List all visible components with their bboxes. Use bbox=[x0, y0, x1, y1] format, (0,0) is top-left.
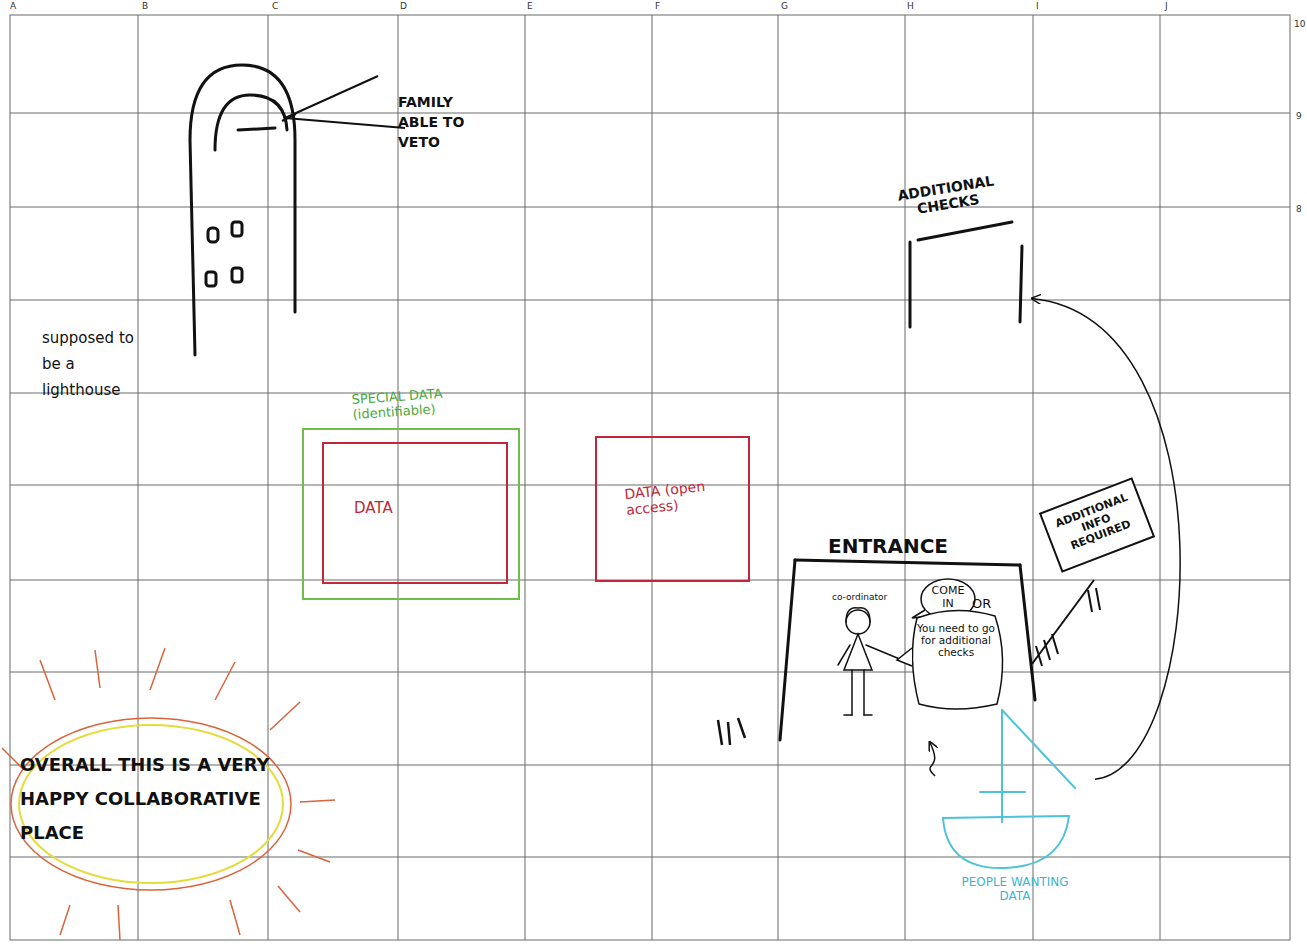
signpost-board: ADDITIONAL INFO REQUIRED bbox=[1039, 477, 1155, 573]
grid-ref: H bbox=[907, 1, 914, 11]
curved-arrow bbox=[930, 742, 935, 776]
node-text: ADDITIONAL INFO REQUIRED bbox=[1048, 489, 1144, 557]
note-text: OR bbox=[972, 596, 991, 611]
note-text: supposed to be a lighthouse bbox=[42, 325, 142, 403]
grid bbox=[10, 15, 1290, 940]
node-text: You need to go for additional checks bbox=[914, 622, 998, 658]
node-text: OVERALL THIS IS A VERY HAPPY COLLABORATI… bbox=[20, 748, 282, 850]
node-text: DATA bbox=[354, 499, 393, 517]
grid-ref: G bbox=[781, 1, 788, 11]
barrier-marks bbox=[718, 718, 745, 745]
grid-ref: I bbox=[1036, 1, 1039, 11]
grid-ref: 9 bbox=[1296, 111, 1302, 121]
open-data-box: DATA (open access) bbox=[595, 436, 750, 582]
node-text: ADDITIONAL CHECKS bbox=[870, 168, 1023, 223]
sign-post bbox=[1032, 580, 1100, 666]
data-box: DATA bbox=[322, 442, 508, 584]
sun-note: OVERALL THIS IS A VERY HAPPY COLLABORATI… bbox=[12, 718, 290, 890]
lighthouse bbox=[190, 65, 295, 355]
note-text: co-ordinator bbox=[832, 592, 887, 602]
grid-ref: 8 bbox=[1296, 204, 1302, 214]
node-text: COME IN bbox=[928, 584, 968, 610]
sun-rays bbox=[2, 648, 335, 940]
grid-ref: 10 bbox=[1294, 19, 1305, 29]
grid-ref: C bbox=[272, 1, 278, 11]
note-text: FAMILY ABLE TO VETO bbox=[398, 92, 478, 152]
grid-ref: E bbox=[527, 1, 533, 11]
grid-ref: D bbox=[400, 1, 407, 11]
grid-ref: B bbox=[142, 1, 148, 11]
node-text: ENTRANCE bbox=[828, 534, 948, 558]
entrance-frame: ENTRANCE COME IN You need to go for additi… bbox=[780, 530, 1038, 742]
node-text: SPECIAL DATA (identifiable) bbox=[351, 380, 528, 422]
leader-line bbox=[282, 76, 405, 128]
grid-ref: F bbox=[655, 1, 660, 11]
grid-ref: A bbox=[10, 1, 16, 11]
special-data-box: SPECIAL DATA (identifiable)DATA bbox=[302, 428, 520, 600]
node-text: PEOPLE WANTING DATA bbox=[945, 875, 1085, 903]
node-text: DATA (open access) bbox=[624, 474, 745, 518]
boat: PEOPLE WANTING DATA bbox=[935, 760, 1095, 920]
speech-bubble: You need to go for additional checks bbox=[905, 608, 1007, 712]
curved-arrow bbox=[1032, 298, 1180, 779]
grid-ref: J bbox=[1165, 1, 1168, 11]
checkpoint-gate: ADDITIONAL CHECKS bbox=[872, 172, 1032, 330]
